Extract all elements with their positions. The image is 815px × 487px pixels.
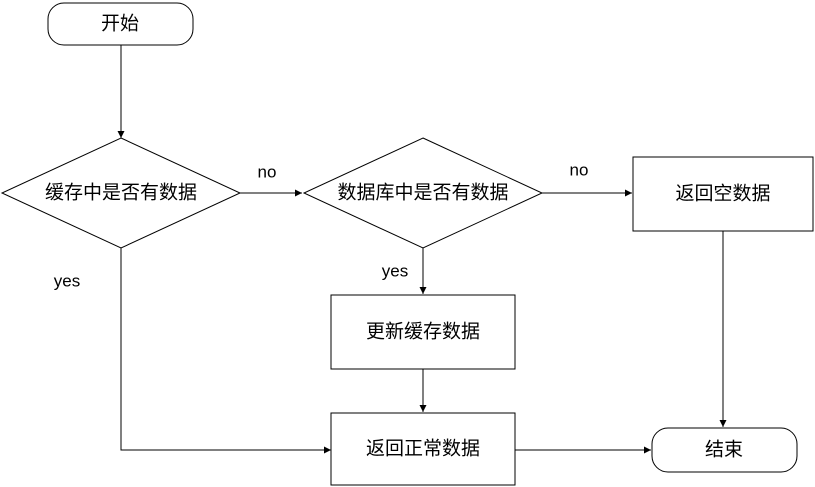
end-node-label: 结束 <box>705 439 743 461</box>
return-normal-node: 返回正常数据 <box>330 412 516 486</box>
start-node: 开始 <box>47 2 194 46</box>
update-cache-label: 更新缓存数据 <box>366 321 480 343</box>
db-check-label: 数据库中是否有数据 <box>337 182 508 204</box>
cache-check-label: 缓存中是否有数据 <box>45 182 197 204</box>
edge-cache-yes-to-return-normal <box>120 248 331 454</box>
update-cache-node: 更新缓存数据 <box>330 294 516 370</box>
return-empty-node: 返回空数据 <box>632 156 814 232</box>
return-empty-label: 返回空数据 <box>675 183 770 205</box>
db-no-label: no <box>570 160 589 179</box>
cache-check-decision: 缓存中是否有数据 <box>0 137 242 249</box>
start-node-label: 开始 <box>101 13 139 35</box>
cache-no-label: no <box>258 162 277 181</box>
end-node: 结束 <box>651 427 798 473</box>
return-normal-label: 返回正常数据 <box>366 438 480 460</box>
db-check-decision: 数据库中是否有数据 <box>302 137 544 249</box>
db-yes-label: yes <box>382 261 408 280</box>
cache-yes-label: yes <box>54 271 80 290</box>
